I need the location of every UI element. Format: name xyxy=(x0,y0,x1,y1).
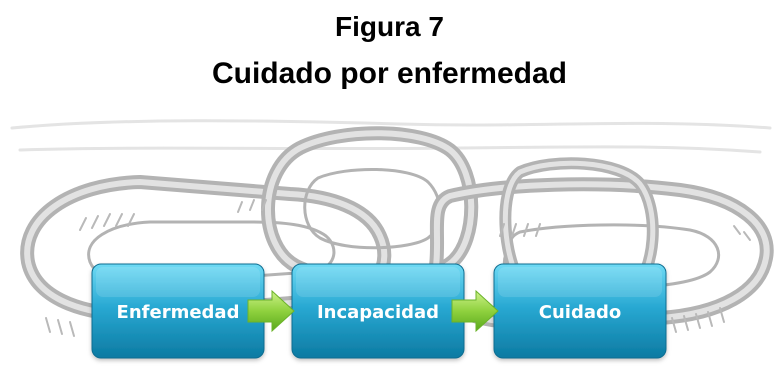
flow-step-cuidado xyxy=(493,263,667,359)
chain-link-2 xyxy=(261,126,479,288)
flow-step-incapacidad xyxy=(291,263,465,359)
flow-arrow-2 xyxy=(451,289,499,333)
figure-title: Cuidado por enfermedad xyxy=(211,57,568,90)
flow-step-enfermedad xyxy=(91,263,265,359)
flow-step-incapacidad-label: Incapacidad xyxy=(317,302,439,323)
figure-number: Figura 7 xyxy=(335,11,444,42)
flow-step-cuidado-label: Cuidado xyxy=(539,302,621,323)
flow-arrow-1 xyxy=(247,289,295,333)
flow-step-enfermedad-label: Enfermedad xyxy=(117,302,240,323)
